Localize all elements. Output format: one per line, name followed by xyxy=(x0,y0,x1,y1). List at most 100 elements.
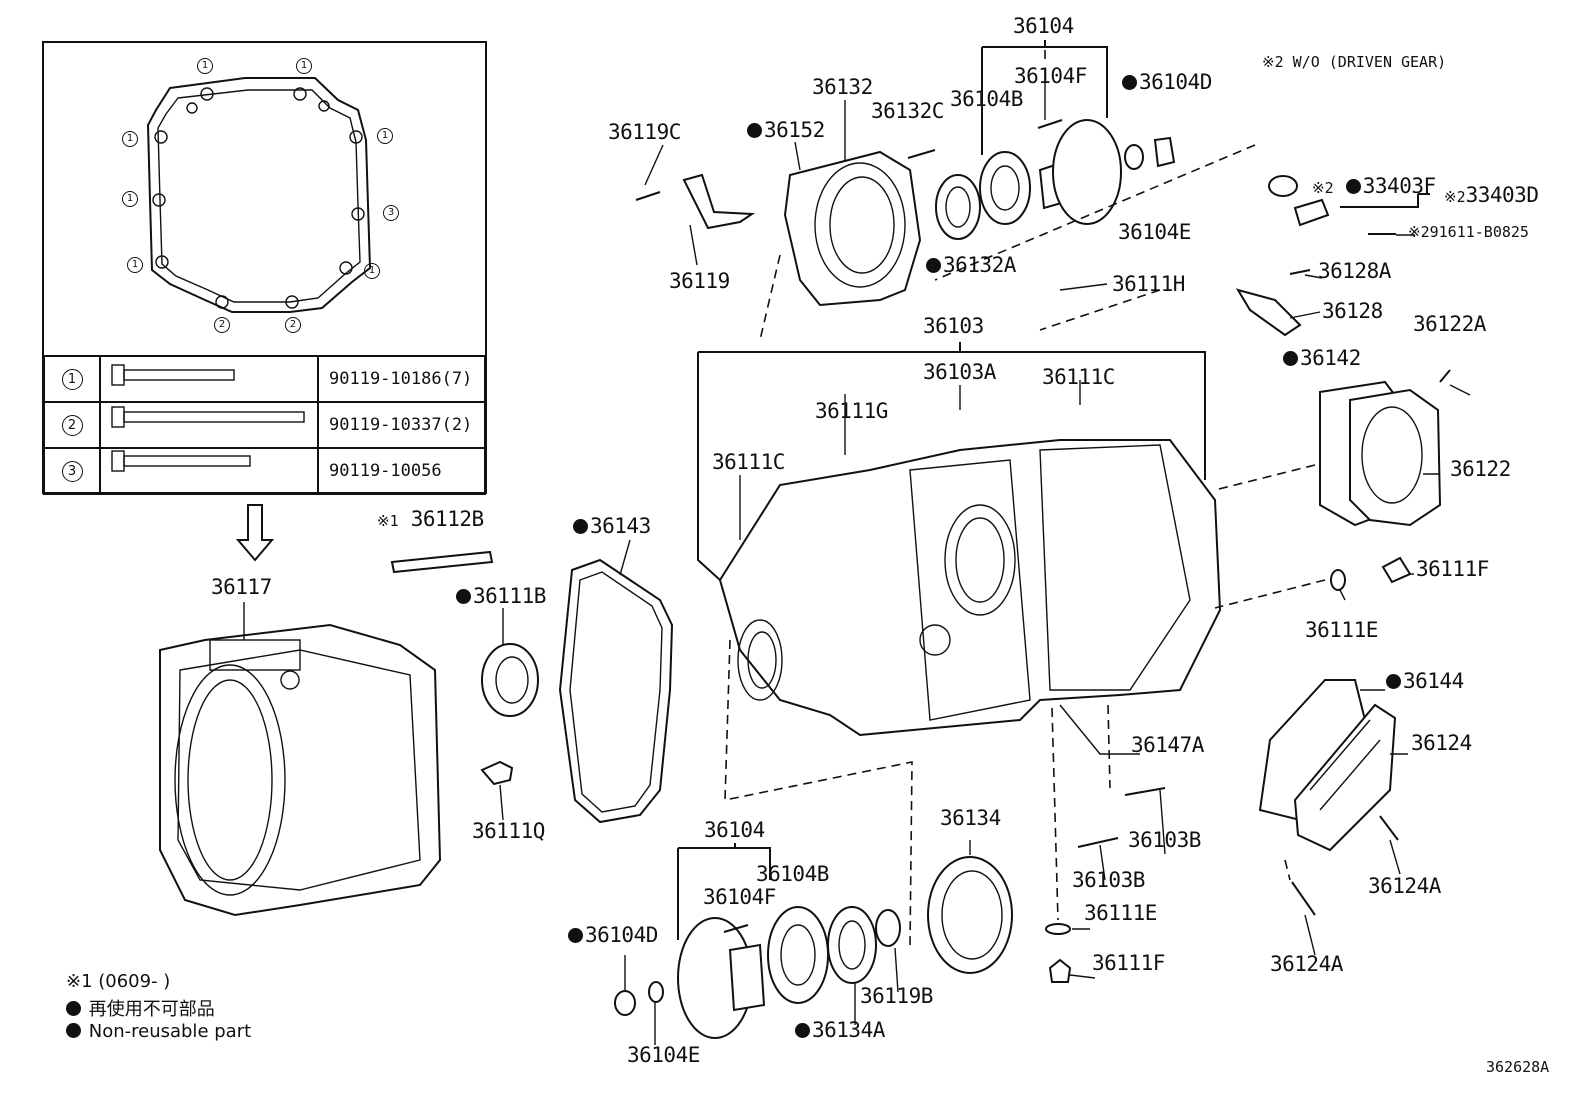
label-36122A: 36122A xyxy=(1413,312,1486,336)
non-reusable-dot-icon xyxy=(926,258,941,273)
table-row: 1 90119-10186(7) xyxy=(43,355,486,403)
label-33403D: ※233403D xyxy=(1444,183,1539,207)
plug-36111F-right xyxy=(1381,556,1412,584)
non-reusable-dot-icon xyxy=(1122,75,1137,90)
non-reusable-dot-icon xyxy=(456,589,471,604)
label-36119B: 36119B xyxy=(860,984,933,1008)
label-36147A: 36147A xyxy=(1131,733,1204,757)
label-36124A-a: 36124A xyxy=(1368,874,1441,898)
non-reusable-dot-icon xyxy=(1345,179,1361,194)
gasket-mark-2: 2 xyxy=(285,317,301,333)
extension-36122 xyxy=(1319,369,1451,527)
label-33403F: ※2 33403F xyxy=(1312,174,1436,198)
non-reusable-dot-icon xyxy=(747,123,762,138)
label-36111E-right: 36111E xyxy=(1305,618,1378,642)
small-parts-top-right xyxy=(1235,175,1396,337)
label-36144: 36144 xyxy=(1386,671,1464,692)
bolt-36103B-b xyxy=(1077,837,1119,848)
label-36134A: 36134A xyxy=(795,1020,885,1041)
bolt-picture xyxy=(99,447,319,495)
bolt-part-number: 90119-10186(7) xyxy=(317,355,486,403)
transmission-case-36103 xyxy=(718,439,1222,737)
gasket-mark-1: 1 xyxy=(364,263,380,279)
bolt-number: 1 xyxy=(61,369,83,390)
label-36111C-right: 36111C xyxy=(1042,365,1115,389)
gasket-bolt-holes xyxy=(152,87,365,309)
gasket-mark-1: 1 xyxy=(122,191,138,207)
guide-lines xyxy=(724,144,1326,946)
label-36104D-bottom: 36104D xyxy=(568,925,658,946)
legend-note-1: ※1 (0609- ) xyxy=(66,971,171,992)
label-36119: 36119 xyxy=(669,269,730,293)
label-36104-bottom: 36104 xyxy=(704,818,765,842)
washer-36111E-right xyxy=(1330,569,1346,591)
label-36104F-bottom: 36104F xyxy=(703,885,776,909)
bolt-36119C xyxy=(635,191,661,201)
label-36104B-bottom: 36104B xyxy=(756,862,829,886)
legend-non-reusable-jp: 再使用不可部品 xyxy=(66,995,215,1021)
bolt-picture xyxy=(99,355,319,403)
label-36152: 36152 xyxy=(747,120,825,141)
bolt-number: 2 xyxy=(61,415,83,436)
flange-assembly-top xyxy=(935,119,1176,240)
label-36124: 36124 xyxy=(1411,731,1472,755)
label-36111F-bottom: 36111F xyxy=(1092,951,1165,975)
label-36111B: 36111B xyxy=(456,586,546,607)
plug-36111F-bottom xyxy=(1048,958,1072,983)
bracket-36119 xyxy=(682,173,756,230)
label-36122: 36122 xyxy=(1450,457,1511,481)
gasket-inner-outline xyxy=(157,89,361,303)
label-36104E-top: 36104E xyxy=(1118,220,1191,244)
table-row: 3 90119-10056 xyxy=(43,447,486,495)
gasket-36143-inner xyxy=(569,571,663,813)
non-reusable-dot-icon xyxy=(795,1023,810,1038)
bolt-36103B-a xyxy=(1124,787,1166,796)
bolt-part-number: 90119-10056 xyxy=(317,447,486,495)
washer-36111E-bottom xyxy=(1045,923,1071,935)
label-36104B-top: 36104B xyxy=(950,87,1023,111)
bolt-part-number: 90119-10337(2) xyxy=(317,401,486,449)
gasket-36143 xyxy=(558,558,674,824)
legend-non-reusable-en: Non-reusable part xyxy=(66,1021,251,1042)
gasket-mark-1: 1 xyxy=(197,58,213,74)
label-36111H: 36111H xyxy=(1112,272,1185,296)
assembly-brackets xyxy=(677,40,1430,940)
note-without-driven-gear: ※2 W/O (DRIVEN GEAR) xyxy=(1262,53,1447,71)
label-36142: 36142 xyxy=(1283,348,1361,369)
label-36119C: 36119C xyxy=(608,120,681,144)
non-reusable-dot-icon xyxy=(1283,351,1298,366)
label-91611-B0825: ※291611-B0825 xyxy=(1408,223,1529,241)
oil-seal-36111B xyxy=(481,643,539,717)
gasket-outline xyxy=(146,77,372,313)
gasket-mark-3: 3 xyxy=(383,205,399,221)
non-reusable-dot-icon xyxy=(66,1023,81,1038)
label-36111E-bottom: 36111E xyxy=(1084,901,1157,925)
label-36103A: 36103A xyxy=(923,360,996,384)
label-36104D-top: 36104D xyxy=(1122,72,1212,93)
non-reusable-dot-icon xyxy=(568,928,583,943)
bolt-picture xyxy=(99,401,319,449)
cover-36124 xyxy=(1258,679,1397,852)
non-reusable-dot-icon xyxy=(66,1001,81,1016)
table-row: 2 90119-10337(2) xyxy=(43,401,486,449)
label-36111Q: 36111Q xyxy=(472,819,545,843)
gasket-mark-1: 1 xyxy=(377,128,393,144)
label-36132C: 36132C xyxy=(871,99,944,123)
flange-assembly-bottom xyxy=(614,906,901,1039)
label-36143: 36143 xyxy=(573,516,651,537)
rear-housing-36132 xyxy=(783,150,922,307)
label-36132A: 36132A xyxy=(926,255,1016,276)
label-36104E-bottom: 36104E xyxy=(627,1043,700,1067)
bearing-36134 xyxy=(927,856,1013,974)
gasket-mark-1: 1 xyxy=(127,257,143,273)
bolt-36104F-top xyxy=(1037,119,1063,129)
label-36134: 36134 xyxy=(940,806,1001,830)
bolt-36132C xyxy=(907,149,936,159)
shaft-36112B xyxy=(390,550,494,574)
gasket-mark-2: 2 xyxy=(214,317,230,333)
label-36103B-a: 36103B xyxy=(1128,828,1201,852)
down-arrow-icon xyxy=(235,504,275,562)
bell-housing-36117 xyxy=(159,623,442,917)
label-36111F-right: 36111F xyxy=(1416,557,1489,581)
